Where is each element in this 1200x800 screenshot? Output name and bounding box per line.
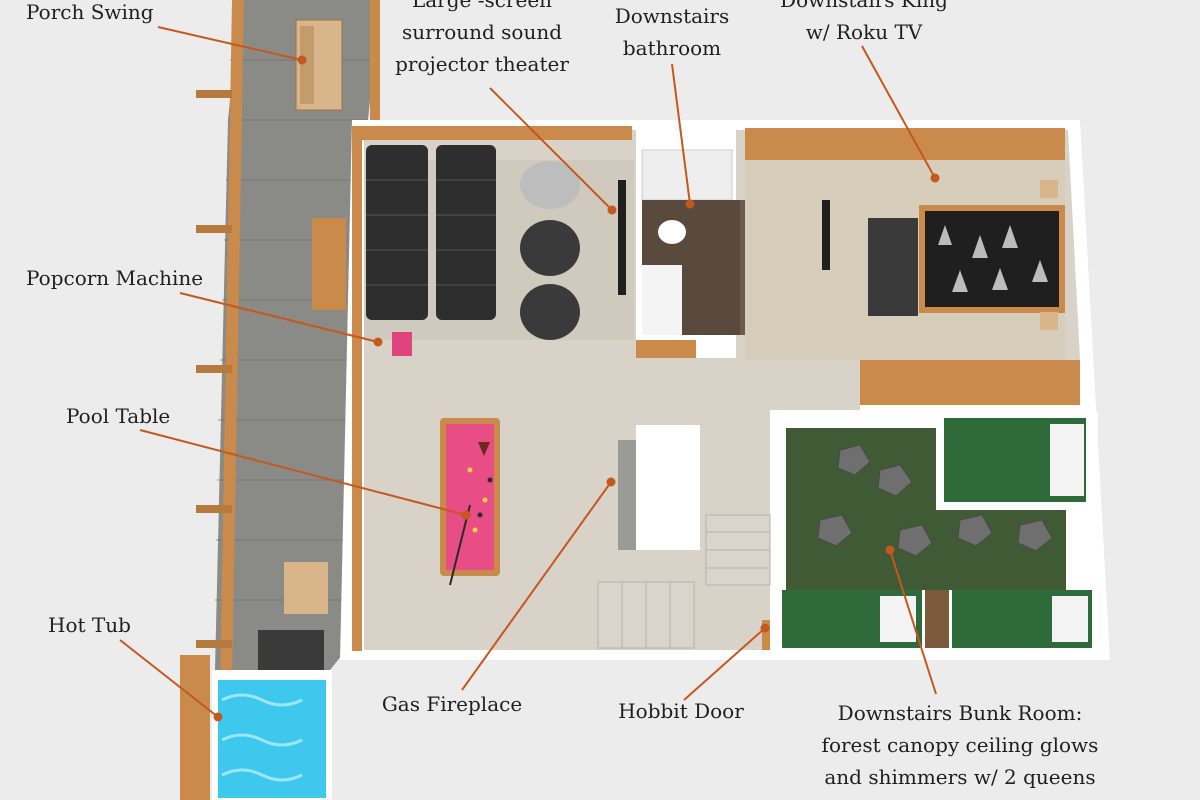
label-bunk-room: Downstairs Bunk Room: forest canopy ceil…	[821, 701, 1099, 789]
label-porch-swing: Porch Swing	[26, 0, 154, 24]
king-bedroom	[745, 128, 1080, 405]
porch-swing	[295, 19, 343, 111]
label-gas-fireplace: Gas Fireplace	[381, 692, 523, 716]
hobbit-door	[762, 620, 770, 650]
label-theater: Large -screen surround sound projector t…	[395, 0, 569, 76]
deck	[196, 0, 380, 670]
pool-table	[440, 418, 500, 586]
label-popcorn-machine: Popcorn Machine	[26, 266, 204, 290]
label-hot-tub: Hot Tub	[48, 613, 131, 637]
label-hobbit-door: Hobbit Door	[618, 699, 744, 723]
label-pool-table: Pool Table	[66, 404, 171, 428]
stairs	[597, 514, 771, 649]
fireplace	[618, 425, 700, 550]
leader-lines	[119, 26, 940, 722]
theater-seats	[366, 145, 626, 340]
label-bathroom: Downstairs bathroom	[614, 4, 730, 60]
bunk-room	[778, 412, 1098, 650]
deck-chairs	[284, 218, 346, 614]
label-king-bedroom: Downstairs King w/ Roku TV	[780, 0, 948, 44]
popcorn-machine	[392, 332, 412, 356]
hot-tub	[180, 630, 332, 800]
